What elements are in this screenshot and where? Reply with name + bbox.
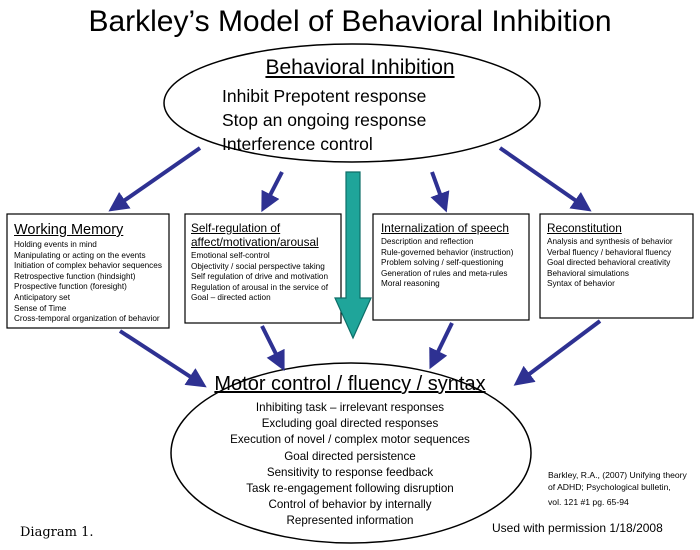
- working-memory-list: Holding events in mind Manipulating or a…: [14, 240, 166, 325]
- self-regulation-list: Emotional self-control Objectivity / soc…: [191, 251, 339, 304]
- citation: Barkley, R.A., (2007) Unifying theory of…: [548, 469, 698, 508]
- list-item: Initiation of complex behavior sequences: [14, 261, 162, 271]
- motor-control-list: Inhibiting task – irrelevant responses E…: [200, 400, 500, 530]
- reconstitution-title: Reconstitution: [547, 221, 622, 235]
- list-item: Moral reasoning: [381, 279, 440, 289]
- list-item: Self regulation of drive and motivation: [191, 272, 328, 282]
- self-regulation-box-border: [184, 213, 342, 324]
- list-item: Manipulating or acting on the events: [14, 250, 146, 260]
- motor-control-title: Motor control / fluency / syntax: [214, 373, 486, 395]
- list-item: Holding events in mind: [14, 240, 97, 249]
- working-memory-box: Working Memory Holding events in mind Ma…: [14, 222, 166, 325]
- list-item: Control of behavior by internally: [268, 498, 432, 512]
- behavioral-inhibition-title: Behavioral Inhibition: [265, 56, 455, 79]
- list-item: Excluding goal directed responses: [261, 417, 439, 431]
- behavioral-inhibition-ellipse: [163, 43, 541, 163]
- motor-control-ellipse: [170, 362, 532, 544]
- citation-line: of ADHD; Psychological bulletin,: [548, 482, 671, 492]
- internalization-title: Internalization of speech: [381, 221, 509, 235]
- list-item: Task re-engagement following disruption: [246, 482, 454, 496]
- list-item: Execution of novel / complex motor seque…: [230, 433, 470, 447]
- list-item: Objectivity / social perspective taking: [191, 261, 325, 271]
- list-item: Problem solving / self-questioning: [381, 258, 504, 268]
- self-regulation-title-line-2: affect/motivation/arousal: [191, 235, 319, 249]
- list-item: Syntax of behavior: [547, 279, 615, 289]
- self-regulation-title-line-1: Self-regulation of: [191, 221, 281, 235]
- permission-note: Used with permission 1/18/2008: [492, 521, 663, 535]
- arrow-to-reconstitution: [498, 146, 592, 212]
- list-item: Goal directed persistence: [284, 449, 416, 463]
- list-item: Prospective function (foresight): [14, 282, 127, 292]
- arrow-from-reconstitution: [513, 319, 602, 386]
- self-regulation-box: Self-regulation of affect/motivation/aro…: [191, 221, 339, 304]
- list-item: Verbal fluency / behavioral fluency: [547, 247, 672, 257]
- list-item: Analysis and synthesis of behavior: [547, 237, 673, 246]
- list-item: Sensitivity to response feedback: [266, 465, 434, 479]
- reconstitution-list: Analysis and synthesis of behavior Verba…: [547, 237, 691, 290]
- internalization-box-border: [372, 213, 530, 321]
- internalization-box: Internalization of speech Description an…: [381, 221, 527, 290]
- list-item: Represented information: [286, 514, 414, 528]
- arrow-from-working-memory: [118, 329, 207, 388]
- arrow-to-self-regulation: [261, 171, 284, 213]
- list-item: Regulation of arousal in the service of: [191, 282, 328, 292]
- reconstitution-box: Reconstitution Analysis and synthesis of…: [547, 221, 691, 290]
- list-item: Inhibiting task – irrelevant responses: [255, 401, 445, 414]
- working-memory-box-border: [6, 213, 170, 329]
- list-item: Goal – directed action: [191, 293, 271, 303]
- list-item: Emotional self-control: [191, 251, 270, 260]
- list-item: Interference control: [222, 134, 373, 154]
- citation-line: Barkley, R.A., (2007) Unifying theory: [548, 470, 687, 480]
- list-item: Rule-governed behavior (instruction): [381, 247, 514, 257]
- list-item: Retrospective function (hindsight): [14, 271, 136, 281]
- list-item: Anticipatory set: [14, 292, 70, 302]
- list-item: Stop an ongoing response: [222, 110, 427, 130]
- list-item: Cross-temporal organization of behavior: [14, 314, 160, 324]
- arrow-to-working-memory: [108, 146, 202, 212]
- behavioral-inhibition-list: Inhibit Prepotent response Stop an ongoi…: [222, 84, 502, 156]
- arrow-to-internalization: [430, 171, 450, 213]
- list-item: Inhibit Prepotent response: [222, 86, 427, 106]
- list-item: Behavioral simulations: [547, 268, 629, 278]
- diagram-label: Diagram 1.: [20, 525, 94, 540]
- citation-line: vol. 121 #1 pg. 65-94: [548, 497, 629, 507]
- list-item: Description and reflection: [381, 237, 474, 246]
- reconstitution-box-border: [539, 213, 694, 319]
- working-memory-title: Working Memory: [14, 222, 124, 238]
- center-arrow: [334, 171, 372, 340]
- internalization-list: Description and reflection Rule-governed…: [381, 237, 527, 290]
- list-item: Generation of rules and meta-rules: [381, 268, 508, 278]
- page-title: Barkley’s Model of Behavioral Inhibition: [88, 5, 612, 38]
- list-item: Goal directed behavioral creativity: [547, 258, 671, 268]
- arrow-from-self-regulation: [260, 325, 285, 372]
- list-item: Sense of Time: [14, 303, 67, 313]
- arrow-from-internalization: [429, 322, 454, 370]
